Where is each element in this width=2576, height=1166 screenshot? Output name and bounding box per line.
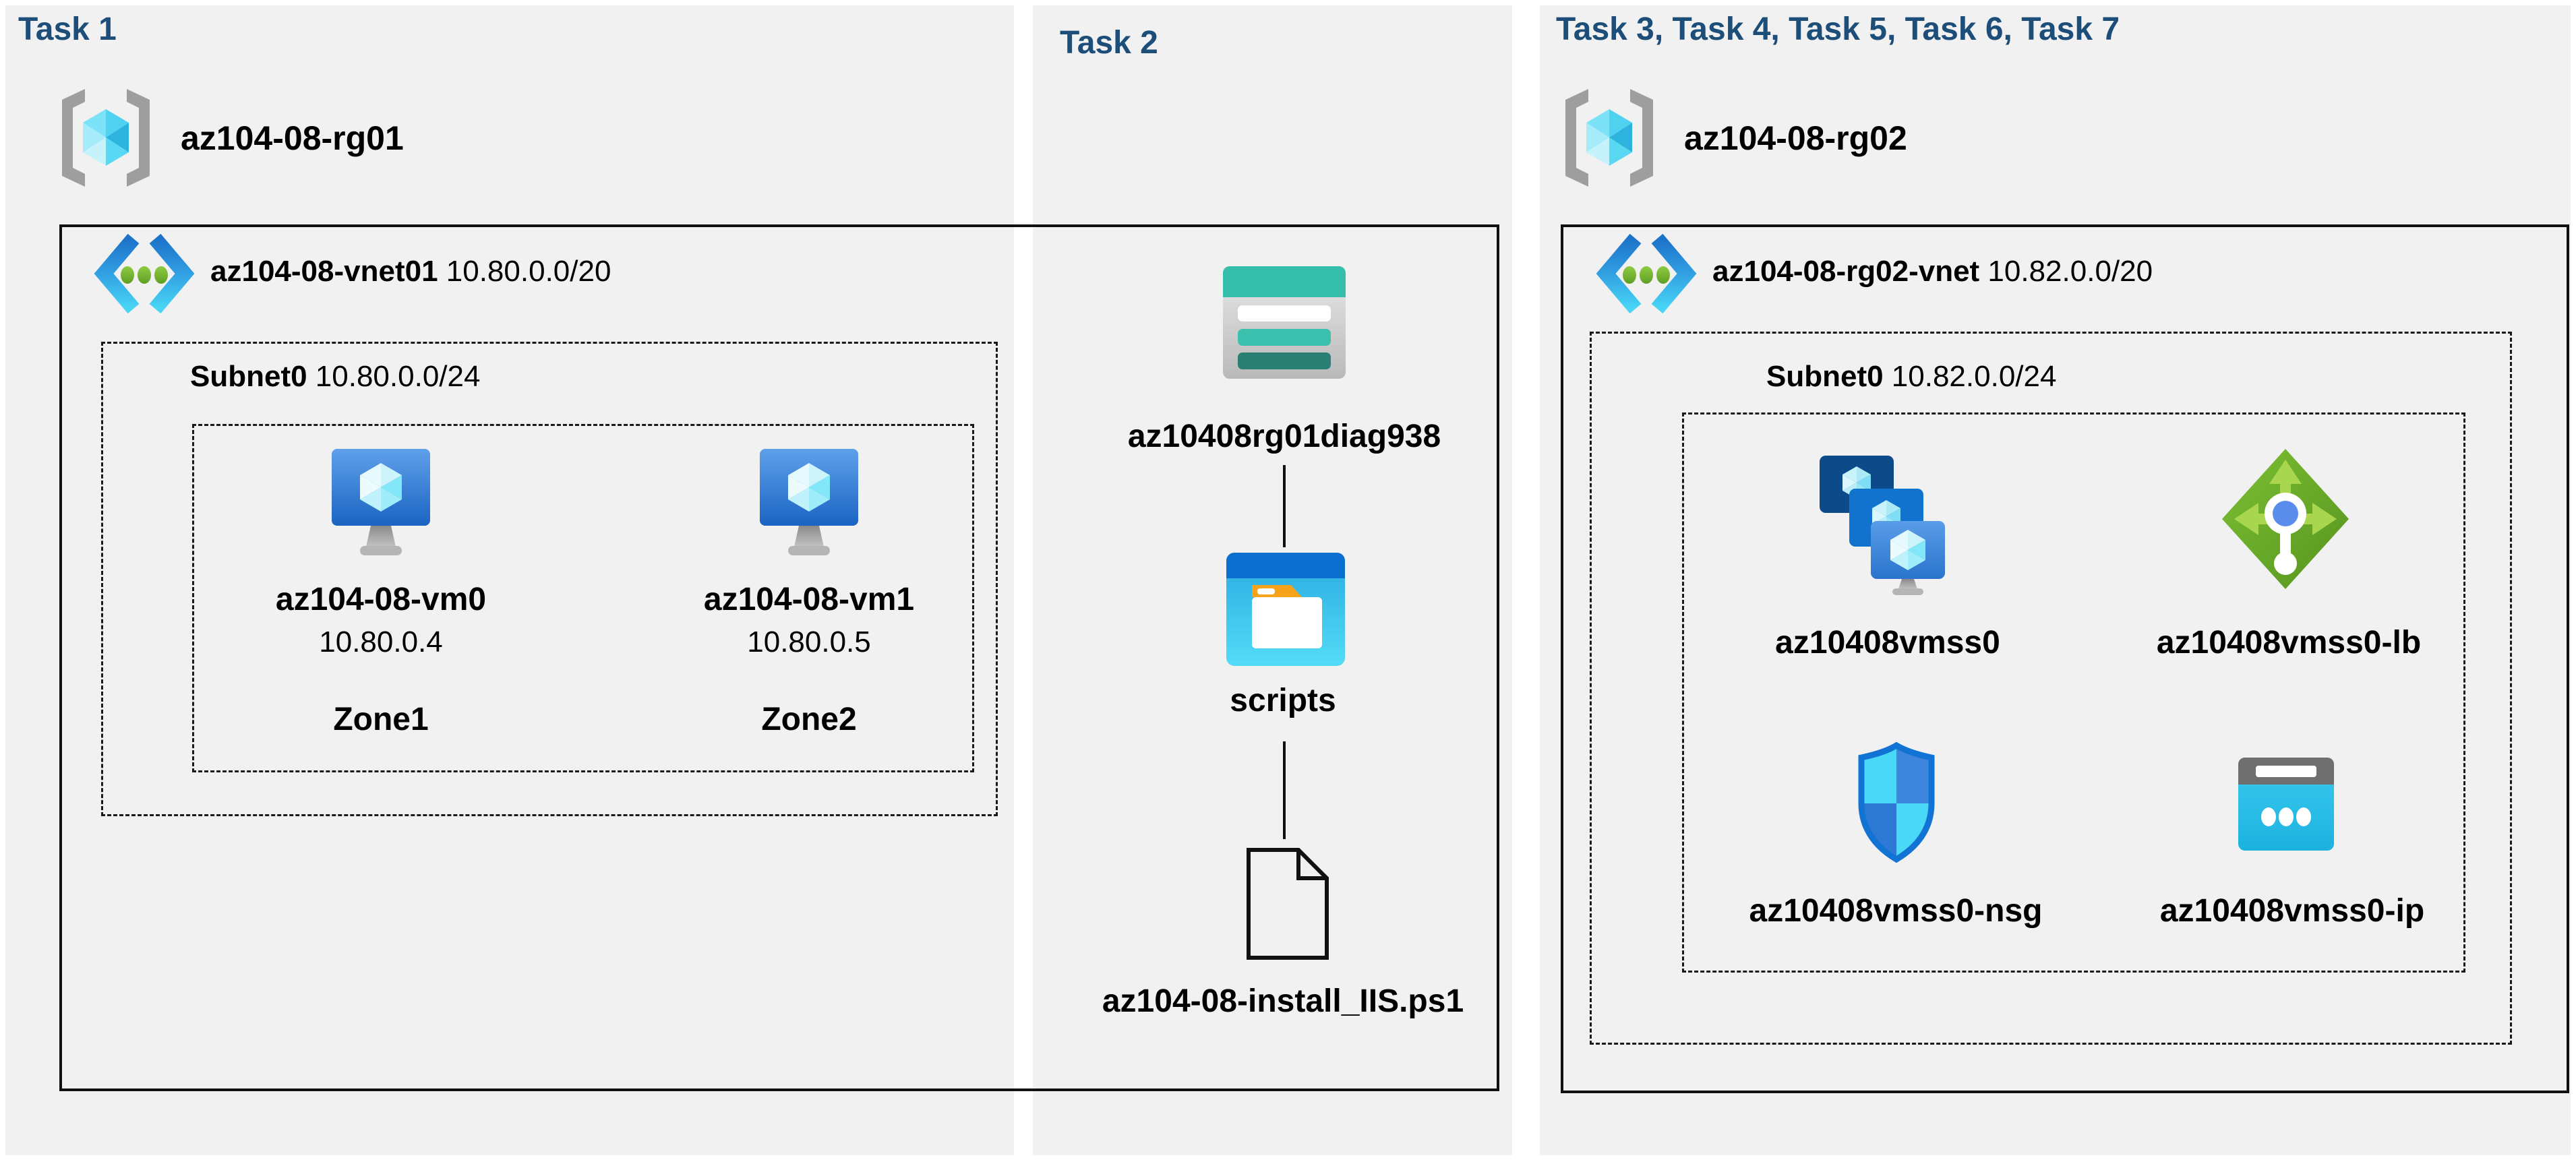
subnet-label: Subnet0 10.82.0.0/24 — [1766, 360, 2056, 394]
public-ip-name: az10408vmss0-ip — [2159, 893, 2425, 929]
vnet-label: az104-08-vnet01 10.80.0.0/20 — [210, 255, 611, 288]
vm-ip: 10.80.0.4 — [319, 625, 443, 658]
vm-name: az104-08-vm1 — [703, 582, 915, 617]
virtual-machine-icon — [758, 448, 860, 559]
load-balancer-name: az10408vmss0-lb — [2156, 625, 2422, 661]
rg02-boundary-box — [1561, 224, 2569, 1093]
vm-group-box — [192, 424, 974, 772]
file-icon — [1245, 848, 1331, 960]
vm-zone: Zone2 — [761, 702, 857, 737]
folder-icon — [1226, 553, 1345, 666]
task3-header: Task 3, Task 4, Task 5, Task 6, Task 7 — [1556, 11, 2120, 47]
connector-line — [1283, 741, 1286, 839]
storage-account-icon — [1223, 266, 1346, 379]
virtual-machine-icon — [330, 448, 431, 559]
public-ip-icon — [2238, 758, 2334, 851]
vmss-group-box — [1682, 412, 2465, 973]
subnet0-box — [101, 342, 998, 816]
connector-line — [1283, 465, 1286, 547]
load-balancer-icon — [2218, 445, 2353, 593]
subnet-name: Subnet0 — [1766, 360, 1892, 393]
subnet0-box — [1590, 332, 2512, 1045]
vm-ip: 10.80.0.5 — [747, 625, 871, 658]
vnet-cidr: 10.80.0.0/20 — [446, 255, 611, 288]
virtual-network-icon — [90, 233, 198, 314]
subnet-cidr: 10.82.0.0/24 — [1891, 360, 2057, 393]
rg01-boundary-box — [59, 224, 1499, 1091]
virtual-network-icon — [1592, 233, 1700, 314]
task3-panel — [1540, 5, 2571, 1155]
file-name: az104-08-install_IIS.ps1 — [1102, 983, 1464, 1019]
vnet-label: az104-08-rg02-vnet 10.82.0.0/20 — [1712, 255, 2153, 288]
task1-panel — [5, 5, 1014, 1155]
vnet-cidr: 10.82.0.0/20 — [1987, 255, 2153, 288]
resource-group-icon — [55, 89, 156, 187]
task2-header: Task 2 — [1060, 25, 1158, 61]
resource-group-name: az104-08-rg02 — [1684, 119, 1907, 157]
storage-account-name: az10408rg01diag938 — [1127, 419, 1441, 454]
vm-scale-set-icon — [1817, 443, 1952, 595]
vm-name: az104-08-vm0 — [275, 582, 487, 617]
task1-header: Task 1 — [18, 11, 117, 47]
subnet-cidr: 10.80.0.0/24 — [315, 360, 481, 393]
subnet-label: Subnet0 10.80.0.0/24 — [190, 360, 480, 394]
resource-group-name: az104-08-rg01 — [181, 119, 404, 157]
subnet-name: Subnet0 — [190, 360, 316, 393]
vm-zone: Zone1 — [333, 702, 429, 737]
nsg-name: az10408vmss0-nsg — [1749, 893, 2043, 929]
vnet-name: az104-08-rg02-vnet — [1712, 255, 1988, 288]
nsg-shield-icon — [1853, 741, 1940, 864]
folder-name: scripts — [1230, 683, 1336, 718]
vnet-name: az104-08-vnet01 — [210, 255, 446, 288]
vmss-name: az10408vmss0 — [1775, 625, 2000, 661]
resource-group-icon — [1559, 89, 1660, 187]
